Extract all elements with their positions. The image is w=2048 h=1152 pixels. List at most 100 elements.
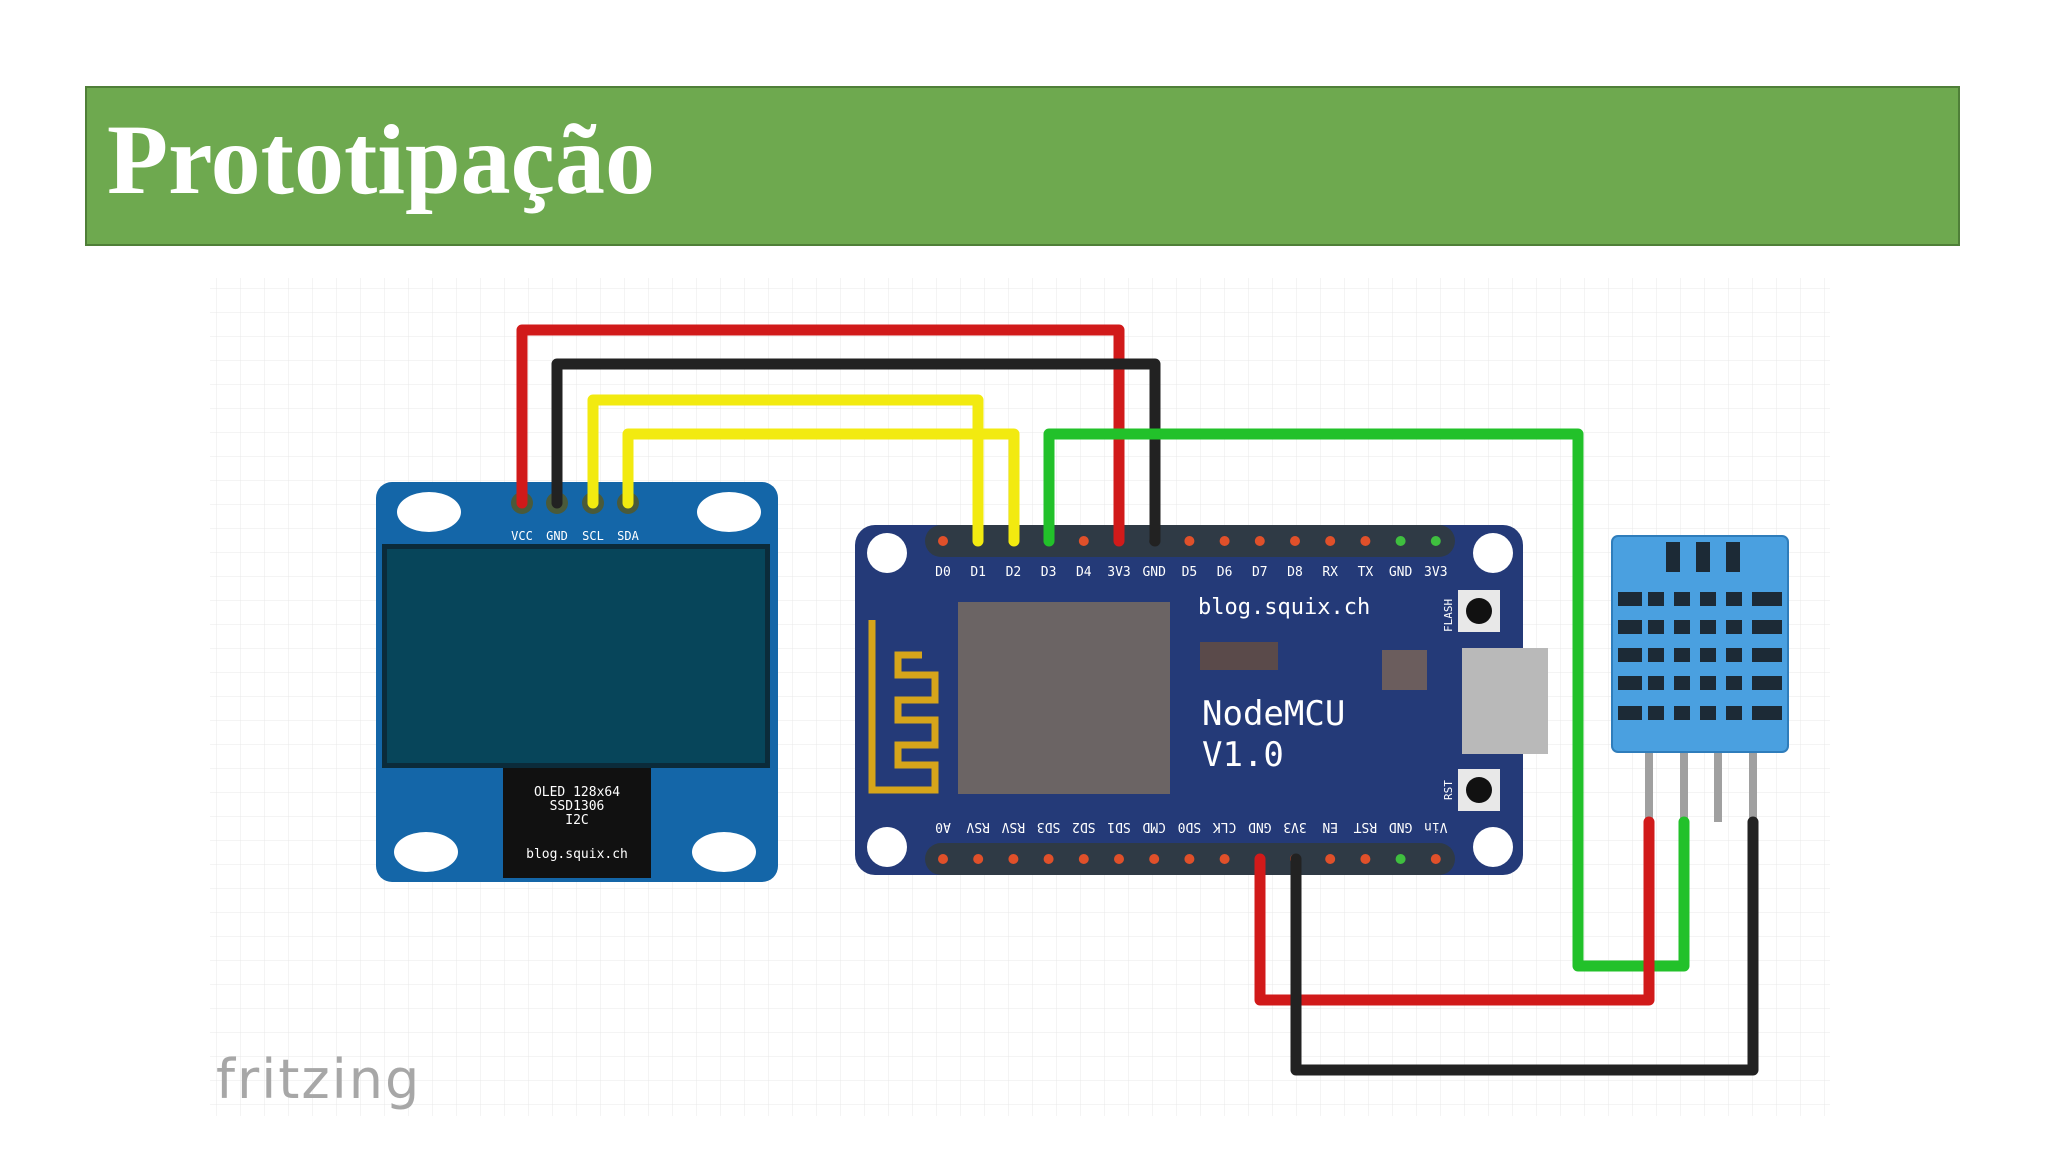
fritzing-watermark: fritzing — [216, 1048, 421, 1111]
oled-mount-hole — [692, 832, 756, 872]
esp-module — [958, 602, 1170, 794]
bottom-pin-dot — [973, 854, 984, 864]
dht-vent — [1674, 620, 1690, 634]
top-pin-label: RX — [1322, 565, 1338, 580]
top-pin-label: TX — [1358, 565, 1374, 580]
nodemcu-version: V1.0 — [1202, 735, 1284, 775]
top-pin-dot — [1184, 536, 1195, 546]
top-pin-label: D2 — [1006, 565, 1022, 580]
top-pin-label: 3V3 — [1107, 565, 1130, 580]
top-pin-dot — [1254, 536, 1265, 546]
bottom-pin-dot — [1114, 854, 1124, 864]
dht-vent — [1648, 592, 1664, 606]
dht-vent — [1618, 592, 1642, 606]
nodemcu-name: NodeMCU — [1202, 694, 1345, 734]
top-pin-dot — [1290, 536, 1300, 546]
dht-vent — [1674, 676, 1690, 690]
dht-vent — [1752, 648, 1782, 662]
bottom-pin-label: RSV — [966, 819, 990, 834]
bottom-pin-label: RST — [1353, 819, 1377, 834]
wires — [516, 324, 1759, 1076]
dht-vent — [1700, 676, 1716, 690]
dht-vent — [1674, 706, 1690, 720]
oled-pin-label-scl: SCL — [582, 529, 604, 543]
top-pin-dot — [1430, 536, 1441, 546]
wire-sensor-gnd — [1290, 816, 1759, 1076]
bottom-pin-dot — [1430, 854, 1441, 864]
dht-vent — [1666, 542, 1680, 572]
top-pin-label: D7 — [1252, 565, 1268, 580]
bottom-pin-label: SD2 — [1072, 819, 1095, 834]
top-pin-label: D5 — [1182, 565, 1198, 580]
bottom-pin-label: CMD — [1142, 819, 1166, 834]
dht-vents — [1618, 542, 1782, 720]
oled-module: OLED 128x64 SSD1306 I2C blog.squix.ch VC… — [376, 482, 778, 882]
dht-vent — [1648, 648, 1664, 662]
oled-credit: blog.squix.ch — [526, 847, 628, 862]
dht-vent — [1648, 620, 1664, 634]
nodemcu-mount-hole — [867, 533, 907, 573]
top-pin-label: D6 — [1217, 565, 1233, 580]
top-pin-dot — [1325, 536, 1336, 546]
dht-vent — [1726, 620, 1742, 634]
bottom-pin-dot — [1395, 854, 1406, 864]
rst-label: RST — [1442, 780, 1455, 800]
bottom-pin-label: GND — [1389, 819, 1413, 834]
dht-vent — [1618, 706, 1642, 720]
antenna-trace — [868, 620, 939, 794]
oled-pin-label-gnd: GND — [546, 529, 568, 543]
small-chip — [1200, 642, 1278, 670]
top-pin-dot — [938, 536, 948, 546]
oled-chip-line-2: SSD1306 — [550, 799, 605, 814]
dht-vent — [1752, 620, 1782, 634]
dht-vent — [1726, 676, 1742, 690]
oled-mount-hole — [394, 832, 458, 872]
oled-pin-label-sda: SDA — [617, 529, 639, 543]
dht-vent — [1700, 648, 1716, 662]
oled-mount-hole — [697, 492, 761, 532]
bottom-pin-dot — [1078, 854, 1089, 864]
dht-vent — [1752, 706, 1782, 720]
oled-pin-label-vcc: VCC — [511, 529, 533, 543]
wire-gnd — [551, 358, 1161, 547]
dht-vent — [1700, 706, 1716, 720]
top-pin-label: 3V3 — [1424, 565, 1447, 580]
title-bar: Prototipação — [85, 86, 1960, 246]
wire-sda — [622, 428, 1020, 547]
bottom-pin-dots — [938, 854, 1441, 864]
dht-vent — [1752, 592, 1782, 606]
dht-vent — [1618, 676, 1642, 690]
bottom-pin-label: Vin — [1424, 819, 1447, 834]
bottom-pin-dot — [1008, 854, 1019, 864]
top-pin-dot — [1219, 536, 1230, 546]
bottom-pin-label: SD3 — [1037, 819, 1060, 834]
bottom-pin-label: EN — [1322, 819, 1338, 834]
dht-vent — [1726, 542, 1740, 572]
top-pin-label: GND — [1389, 565, 1413, 580]
bottom-pin-label: SD0 — [1178, 819, 1201, 834]
bottom-pin-dot — [1043, 854, 1054, 864]
top-pin-dot — [1395, 536, 1406, 546]
oled-chip-line-3: I2C — [565, 813, 588, 828]
bottom-pin-dot — [938, 854, 948, 864]
oled-chip — [503, 768, 651, 878]
top-pin-label: D3 — [1041, 565, 1057, 580]
wire-scl — [587, 394, 984, 547]
nodemcu-mount-hole — [1473, 533, 1513, 573]
dht-vent — [1648, 676, 1664, 690]
dht-vent — [1726, 592, 1742, 606]
top-pin-label: GND — [1142, 565, 1166, 580]
bottom-pin-dot — [1360, 854, 1371, 864]
oled-mount-hole — [397, 492, 461, 532]
dht-vent — [1700, 620, 1716, 634]
wire-sensor-vcc — [1254, 816, 1655, 1006]
small-chip — [1382, 650, 1427, 690]
bottom-pin-dot — [1325, 854, 1336, 864]
nodemcu-mount-hole — [867, 827, 907, 867]
top-pin-label: D8 — [1287, 565, 1303, 580]
dht-vent — [1700, 592, 1716, 606]
dht-vent — [1752, 676, 1782, 690]
